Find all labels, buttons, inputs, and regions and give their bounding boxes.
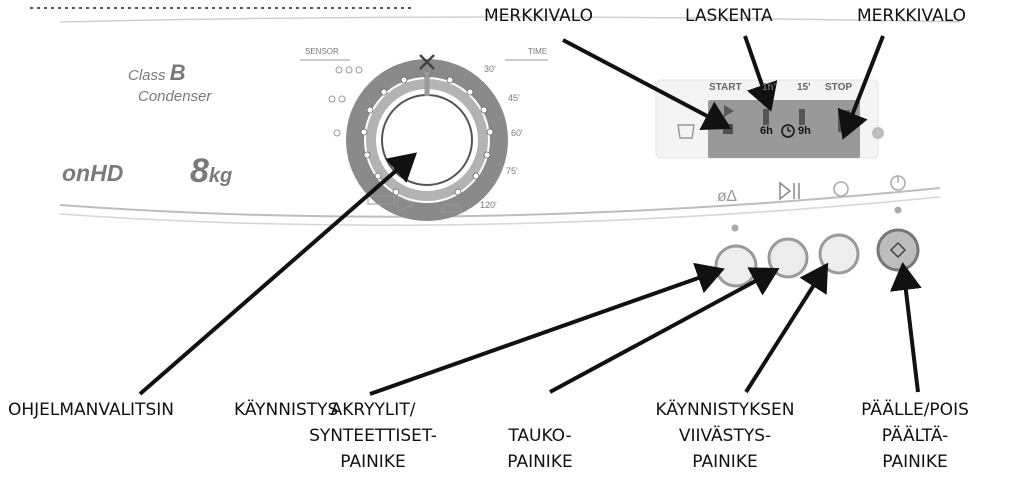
synthetics-button[interactable] [714, 244, 758, 288]
display-hours-right: 9h [798, 125, 811, 137]
akryylit-line-2: SYNTEETTISET- [309, 426, 437, 446]
iron-low-icon [397, 195, 416, 213]
callout-akryylit: AKRYYLIT/ SYNTEETTISET- PAINIKE [288, 400, 458, 472]
fan-icon [419, 54, 435, 70]
capacity-label: 8kg [190, 152, 232, 191]
class-prefix: Class [128, 67, 166, 84]
display-hours-left: 6h [760, 125, 773, 137]
callout-viivastys: KÄYNNISTYKSEN VIIVÄSTYS- PAINIKE [635, 400, 815, 472]
arrow-paalle [889, 262, 922, 393]
display-window [655, 79, 884, 159]
arrow-merkkivalo-left [562, 38, 732, 130]
arrow-viivastys [744, 262, 829, 394]
display-mid-label: 1h' [762, 82, 777, 93]
callout-tauko: TAUKO- PAINIKE [490, 426, 590, 472]
arrow-akryylit [369, 262, 725, 396]
capacity-number: 8 [190, 152, 209, 190]
callout-ohjelmanvalitsin: OHJELMANVALITSIN [8, 400, 174, 420]
arrow-tauko [549, 267, 780, 394]
arrow-merkkivalo-right [837, 35, 885, 140]
time-mark-120: 120' [480, 200, 497, 210]
time-mark-75: 75' [506, 166, 518, 176]
model-label: onHD [62, 160, 124, 186]
hanger-icon [367, 195, 396, 205]
callout-merkkivalo-right: MERKKIVALO [857, 6, 966, 26]
panel-top-edge [59, 16, 961, 23]
delay-led-2 [799, 109, 805, 125]
synthetics-icon: ø∆ [717, 188, 737, 205]
tauko-line-2: PAINIKE [507, 452, 573, 472]
callout-kaynnistys: KÄYNNISTYS [234, 400, 339, 420]
tauko-line-1: TAUKO- [508, 426, 572, 446]
callout-laskenta: LASKENTA [685, 6, 773, 26]
time-label: TIME [528, 47, 548, 56]
program-dial[interactable] [346, 59, 508, 221]
viivastys-line-1: KÄYNNISTYKSEN [655, 400, 795, 420]
clock-icon [781, 124, 795, 138]
sensor-dryness-icons [328, 66, 363, 137]
panel-lower-edge-2 [59, 196, 941, 226]
viivastys-line-2: VIIVÄSTYS- [678, 426, 772, 446]
arrow-laskenta [743, 35, 778, 112]
display-indicator-dot [872, 127, 884, 139]
paalle-line-1: PÄÄLLE/POIS [861, 400, 969, 420]
paalle-line-3: PAINIKE [882, 452, 948, 472]
iron-icon [440, 204, 463, 213]
viivastys-line-3: PAINIKE [692, 452, 758, 472]
delay-led-1 [763, 109, 769, 125]
delay-start-button[interactable] [818, 233, 860, 275]
display-15-label: 15' [797, 82, 811, 93]
power-button[interactable] [876, 228, 920, 272]
class-letter: B [169, 60, 186, 85]
time-mark-45: 45' [508, 93, 520, 103]
akryylit-line-3: PAINIKE [340, 452, 406, 472]
condenser-label: Condenser [138, 88, 212, 105]
callout-merkkivalo-left: MERKKIVALO [484, 6, 593, 26]
arrow-ohjelmanvalitsin [138, 152, 418, 396]
display-start-label: START [709, 82, 742, 93]
time-mark-30: 30' [484, 64, 496, 74]
panel-lower-edge [59, 187, 941, 218]
sensor-label: SENSOR [305, 47, 339, 56]
capacity-unit: kg [208, 165, 233, 187]
display-screen [708, 100, 860, 158]
display-stop-label: STOP [825, 82, 853, 93]
time-mark-60: 60' [511, 128, 523, 138]
power-led [894, 206, 902, 214]
class-label: Class B [128, 60, 186, 86]
paalle-line-2: PÄÄLTÄ- [881, 426, 949, 446]
dial-outer-ring [346, 59, 508, 221]
akryylit-line-1: AKRYYLIT/ [330, 400, 416, 420]
pause-play-icon [779, 181, 792, 201]
delay-start-icon [833, 181, 849, 197]
synthetics-led [731, 224, 739, 232]
container-icon [677, 124, 695, 139]
callout-paalle: PÄÄLLE/POIS PÄÄLTÄ- PAINIKE [830, 400, 1000, 472]
